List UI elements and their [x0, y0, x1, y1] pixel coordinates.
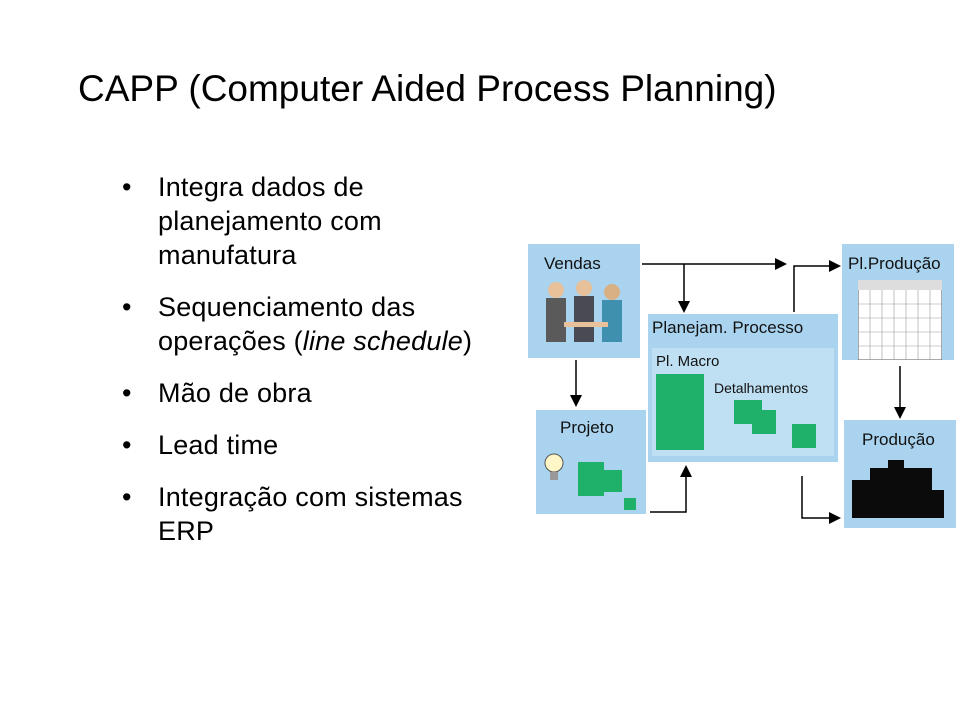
- detail-sheet-small: [792, 424, 816, 448]
- vendas-box: Vendas: [528, 244, 640, 358]
- projeto-label: Projeto: [560, 418, 614, 437]
- macro-sheet: [656, 374, 704, 450]
- bullet-item: • Integração com sistemas ERP: [118, 480, 518, 548]
- pl-producao-label: Pl.Produção: [848, 254, 941, 273]
- bullet-text: Sequenciamento das operações (: [158, 292, 416, 356]
- planejam-processo-label: Planejam. Processo: [652, 318, 804, 337]
- people-handshake-icon: [546, 280, 622, 342]
- flow-arrows: [570, 258, 906, 524]
- bullet-dot: •: [122, 430, 132, 460]
- design-part-small: [624, 498, 636, 510]
- vendas-label: Vendas: [544, 254, 601, 273]
- bullet-dot: •: [122, 482, 132, 512]
- detalhamentos-label: Detalhamentos: [714, 380, 809, 396]
- detail-sheet: [752, 410, 776, 434]
- bullet-dot: •: [122, 172, 132, 202]
- design-part: [602, 470, 622, 492]
- bullet-text-after: ): [463, 326, 473, 356]
- bullet-text: Integra dados de planejamento com manufa…: [158, 172, 382, 270]
- bullet-list: • Integra dados de planejamento com manu…: [118, 170, 518, 566]
- lightbulb-icon: [544, 453, 564, 480]
- calendar-icon: [858, 280, 942, 360]
- bullet-item: • Lead time: [118, 428, 518, 462]
- pl-macro-panel: Pl. Macro Detalhamentos: [652, 348, 834, 456]
- bullet-italic-text: line schedule: [302, 326, 463, 356]
- capp-flow-diagram: Vendas Pl.Produção Planejam.: [520, 236, 960, 536]
- slide-title: CAPP (Computer Aided Process Planning): [78, 68, 777, 109]
- bullet-item: • Integra dados de planejamento com manu…: [118, 170, 518, 272]
- design-part: [578, 462, 604, 496]
- producao-label: Produção: [862, 430, 935, 449]
- bullet-text: Lead time: [158, 430, 279, 460]
- machine-icon: [852, 460, 944, 518]
- bullet-text: Mão de obra: [158, 378, 312, 408]
- bullet-dot: •: [122, 292, 132, 322]
- bullet-item: • Mão de obra: [118, 376, 518, 410]
- bullet-item: • Sequenciamento das operações (line sch…: [118, 290, 518, 358]
- producao-box: Produção: [844, 420, 956, 528]
- pl-macro-label: Pl. Macro: [656, 353, 720, 370]
- planejam-processo-box: Planejam. Processo Pl. Macro Detalhament…: [648, 314, 838, 462]
- bullet-text: Integração com sistemas ERP: [158, 482, 463, 546]
- bullet-dot: •: [122, 378, 132, 408]
- projeto-box: Projeto: [536, 410, 646, 514]
- pl-producao-box: Pl.Produção: [842, 244, 954, 360]
